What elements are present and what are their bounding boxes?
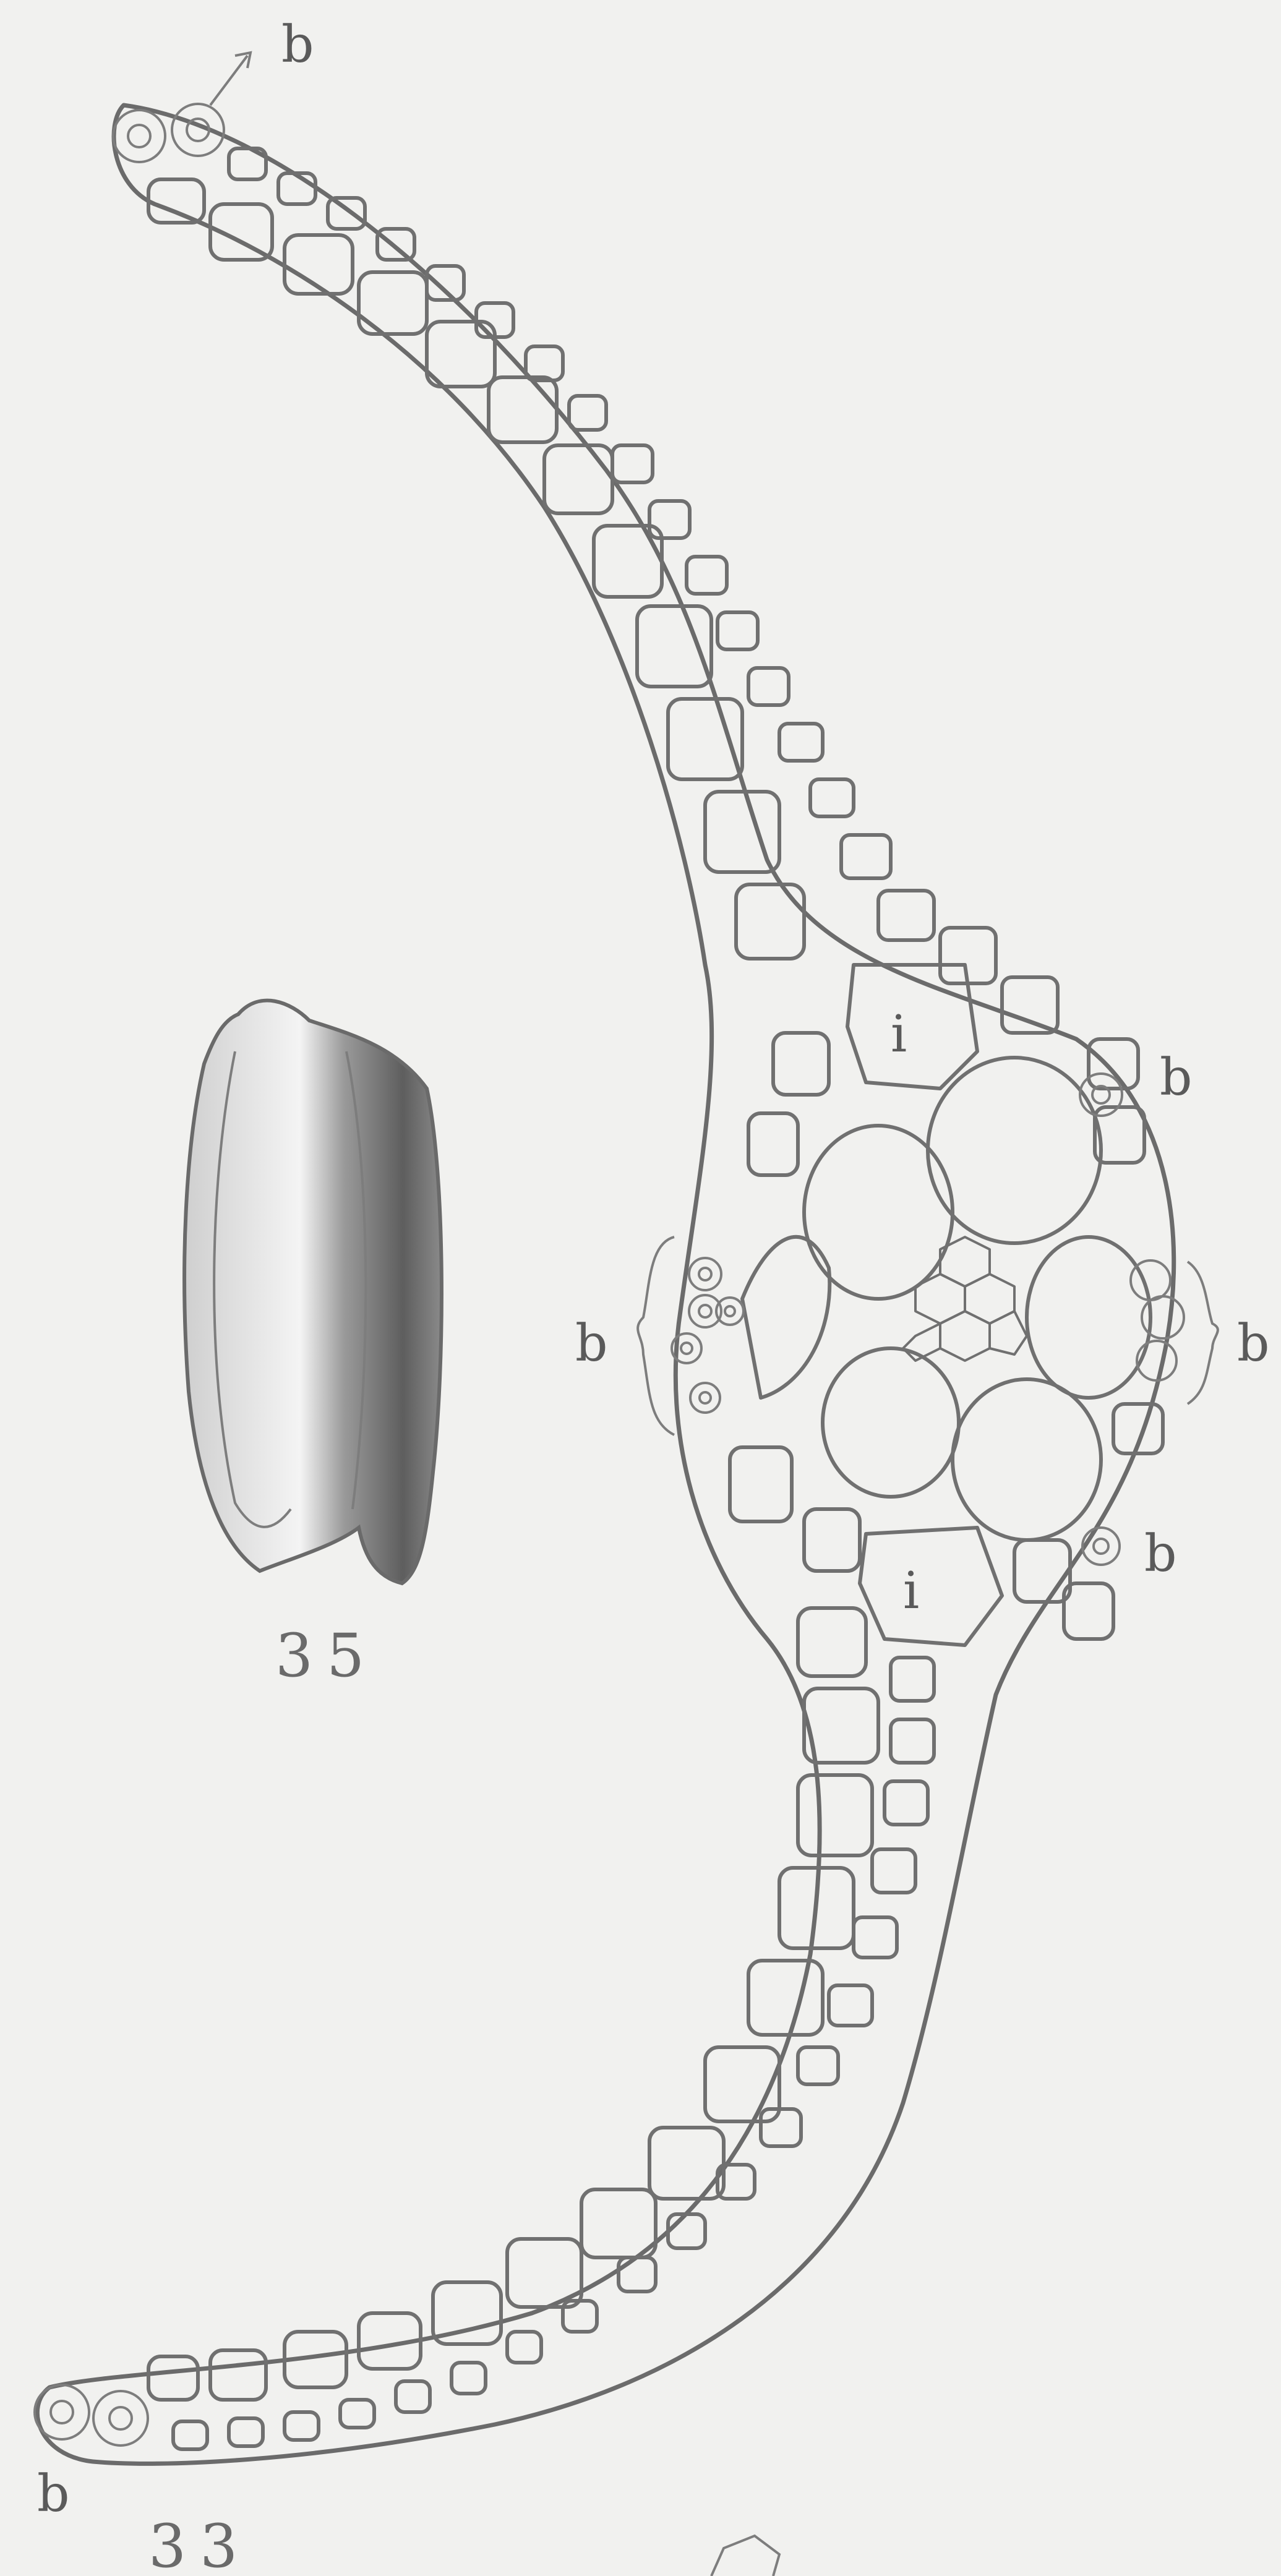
arrow-to-b <box>210 53 251 105</box>
label-b-right-brace: b <box>1237 1314 1270 1373</box>
upper-arm-cells <box>148 148 1058 1033</box>
label-i-lower: i <box>903 1562 919 1620</box>
figure-35-grain <box>184 1001 442 1583</box>
edge-fragment <box>711 2536 779 2576</box>
label-b-top: b <box>281 15 314 74</box>
central-vein <box>730 965 1163 1645</box>
grain-outline <box>184 1001 442 1583</box>
figure-33-label: 33 <box>148 2512 251 2576</box>
label-b-left-brace: b <box>575 1314 608 1373</box>
right-brace <box>1188 1262 1218 1404</box>
lower-arm-cells <box>148 1608 934 2449</box>
label-b-bottom: b <box>37 2465 70 2523</box>
lower-cell-i <box>860 1528 1002 1645</box>
vascular-bundle <box>903 1237 1027 1361</box>
label-i-upper: i <box>891 1005 907 1064</box>
figure-35-label: 35 <box>275 1621 378 1690</box>
label-b-right-upper: b <box>1160 1048 1193 1107</box>
label-b-right-lower: b <box>1144 1525 1177 1583</box>
left-brace <box>638 1237 674 1435</box>
